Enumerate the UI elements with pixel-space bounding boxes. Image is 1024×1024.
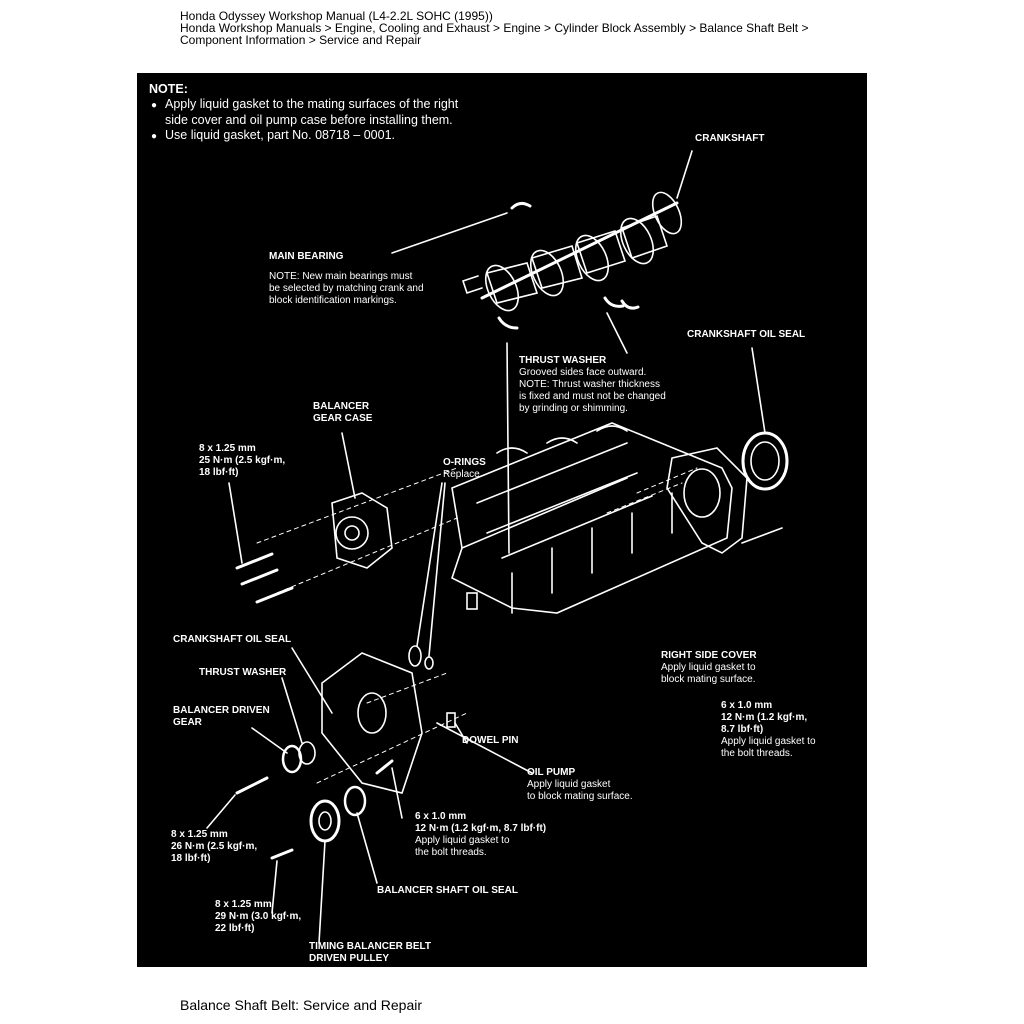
- diagram-artwork: [206, 150, 789, 944]
- label-crankshaft-oil-seal-right: CRANKSHAFT OIL SEAL: [687, 329, 806, 340]
- exploded-diagram: NOTE: Apply liquid gasket to the mating …: [137, 73, 867, 967]
- breadcrumb: Honda Workshop Manuals > Engine, Cooling…: [180, 21, 809, 35]
- crankshaft-drawing: [461, 191, 683, 312]
- note-bullet-2: Use liquid gasket, part No. 08718 – 0001…: [149, 128, 458, 144]
- label-oil-pump: OIL PUMP Apply liquid gasket to block ma…: [527, 767, 633, 802]
- breadcrumb-continued: Component Information > Service and Repa…: [180, 33, 422, 47]
- label-right-side-cover: RIGHT SIDE COVER Apply liquid gasket to …: [661, 650, 757, 685]
- label-balancer-gear-case: BALANCER GEAR CASE: [313, 401, 373, 424]
- note-bullet-1: Apply liquid gasket to the mating surfac…: [149, 97, 458, 128]
- label-bolt-8x125-left: 8 x 1.25 mm 26 N·m (2.5 kgf·m, 18 lbf·ft…: [171, 829, 258, 864]
- note-title: NOTE:: [149, 82, 188, 96]
- label-bolt-8x125-bottom: 8 x 1.25 mm 29 N·m (3.0 kgf·m, 22 lbf·ft…: [215, 899, 302, 934]
- label-balancer-shaft-oil-seal: BALANCER SHAFT OIL SEAL: [377, 885, 518, 896]
- label-bolt-6x10-lower: 6 x 1.0 mm 12 N·m (1.2 kgf·m, 8.7 lbf·ft…: [415, 811, 547, 858]
- label-dowel-pin: DOWEL PIN: [462, 735, 519, 746]
- label-crankshaft-oil-seal-left: CRANKSHAFT OIL SEAL: [173, 634, 292, 645]
- label-bolt-8x125-top: 8 x 1.25 mm 25 N·m (2.5 kgf·m, 18 lbf·ft…: [199, 443, 286, 478]
- installation-note: NOTE: Apply liquid gasket to the mating …: [149, 82, 458, 144]
- label-thrust-washer-left: THRUST WASHER: [199, 667, 287, 678]
- label-crankshaft: CRANKSHAFT: [695, 133, 765, 144]
- label-thrust-washer-top: THRUST WASHER Grooved sides face outward…: [519, 355, 666, 414]
- document-header: Honda Odyssey Workshop Manual (L4-2.2L S…: [180, 10, 808, 46]
- label-timing-balancer-belt-driven-pulley: TIMING BALANCER BELT DRIVEN PULLEY: [309, 941, 432, 964]
- label-main-bearing: MAIN BEARING NOTE: New main bearings mus…: [269, 251, 424, 306]
- figure-caption: Balance Shaft Belt: Service and Repair: [180, 997, 423, 1013]
- label-balancer-driven-gear: BALANCER DRIVEN GEAR: [173, 705, 270, 728]
- label-o-rings: O-RINGS Replace.: [443, 457, 486, 480]
- label-bolt-6x10-right: 6 x 1.0 mm 12 N·m (1.2 kgf·m, 8.7 lbf·ft…: [721, 700, 816, 759]
- header-title: Honda Odyssey Workshop Manual (L4-2.2L S…: [180, 9, 493, 23]
